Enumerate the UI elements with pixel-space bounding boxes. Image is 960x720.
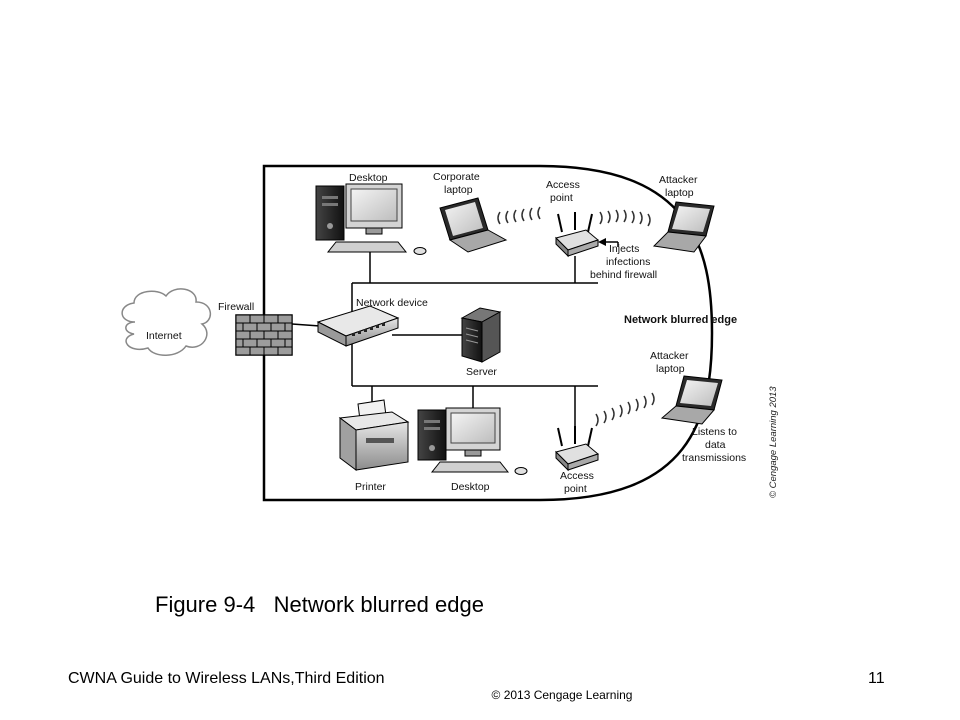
printer-label: Printer bbox=[355, 481, 386, 493]
slide-number: 11 bbox=[868, 670, 885, 687]
desktop-bottom-label: Desktop bbox=[451, 481, 490, 493]
attacker-laptop-top-label-line2: laptop bbox=[665, 187, 694, 199]
footer-course-title: CWNA Guide to Wireless LANs,Third Editio… bbox=[68, 670, 385, 687]
attacker-laptop-top-icon bbox=[652, 201, 715, 253]
injects-label-line1: Injects bbox=[609, 243, 639, 255]
attacker-laptop-bottom-icon bbox=[660, 375, 723, 425]
access-point-top-label-line2: point bbox=[550, 192, 573, 204]
network-boundary bbox=[262, 164, 714, 502]
server-label: Server bbox=[466, 366, 497, 378]
internet-label: Internet bbox=[146, 330, 182, 342]
injects-arrow-icon bbox=[598, 238, 619, 247]
listens-label-line2: data bbox=[705, 439, 726, 451]
access-point-top-icon bbox=[555, 212, 600, 258]
wireless-signal-attacker-bottom bbox=[595, 392, 655, 427]
desktop-computer-icon bbox=[315, 183, 427, 255]
wireless-signal-corporate bbox=[497, 206, 541, 225]
firewall-label: Firewall bbox=[218, 301, 254, 313]
server-icon bbox=[460, 307, 502, 363]
footer-copyright: © 2013 Cengage Learning bbox=[491, 688, 633, 702]
listens-label-line3: transmissions bbox=[682, 452, 746, 464]
corporate-laptop-label-line2: laptop bbox=[444, 184, 473, 196]
listens-label-line1: Listens to bbox=[692, 426, 737, 438]
injects-label-line2: infections bbox=[606, 256, 650, 268]
attacker-laptop-bottom-label-line2: laptop bbox=[656, 363, 685, 375]
attacker-laptop-bottom-label-line1: Attacker bbox=[650, 350, 689, 362]
access-point-bottom-label-line1: Access bbox=[560, 470, 594, 482]
image-copyright-vertical: © Cengage Learning 2013 bbox=[768, 386, 779, 498]
access-point-bottom-label-line2: point bbox=[564, 483, 587, 495]
figure-caption: Figure 9-4 Network blurred edge bbox=[155, 592, 484, 617]
wireless-signal-attacker-top bbox=[599, 209, 651, 227]
printer-icon bbox=[338, 399, 410, 471]
desktop-computer-bottom-icon bbox=[417, 407, 528, 475]
desktop-top-label: Desktop bbox=[349, 172, 388, 184]
attacker-laptop-top-label-line1: Attacker bbox=[659, 174, 698, 186]
network-switch-icon bbox=[316, 305, 400, 347]
firewall-icon bbox=[235, 314, 293, 356]
network-blurred-edge-label: Network blurred edge bbox=[624, 314, 737, 326]
network-blurred-edge-diagram: Internet Firewall Network device bbox=[121, 164, 779, 502]
corporate-laptop-label-line1: Corporate bbox=[433, 171, 480, 183]
access-point-top-label-line1: Access bbox=[546, 179, 580, 191]
network-device-label: Network device bbox=[356, 297, 428, 309]
access-point-bottom-icon bbox=[555, 426, 600, 472]
internet-cloud bbox=[121, 288, 211, 356]
injects-label-line3: behind firewall bbox=[590, 269, 657, 281]
corporate-laptop-icon bbox=[439, 197, 508, 253]
